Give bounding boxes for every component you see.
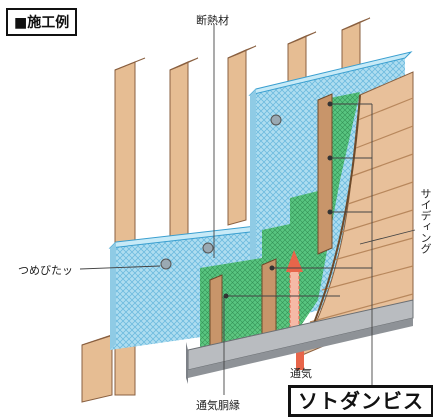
breathable-membrane <box>200 92 360 360</box>
screw-points <box>223 101 333 299</box>
screw-heads <box>160 114 282 270</box>
label-siding: サイディング <box>419 188 432 254</box>
leader-lines <box>79 24 416 395</box>
airflow-arrow <box>286 250 304 370</box>
label-tsumebi: つめびたッ <box>18 264 73 277</box>
product-name: ソトダンビス <box>288 385 433 417</box>
figure-title: ■施工例 <box>6 8 78 36</box>
label-vent-strip: 通気胴縁 <box>196 399 240 412</box>
base-flashing <box>186 299 414 384</box>
label-insulation: 断熱材 <box>196 14 229 27</box>
label-airflow: 通気 <box>290 367 312 380</box>
